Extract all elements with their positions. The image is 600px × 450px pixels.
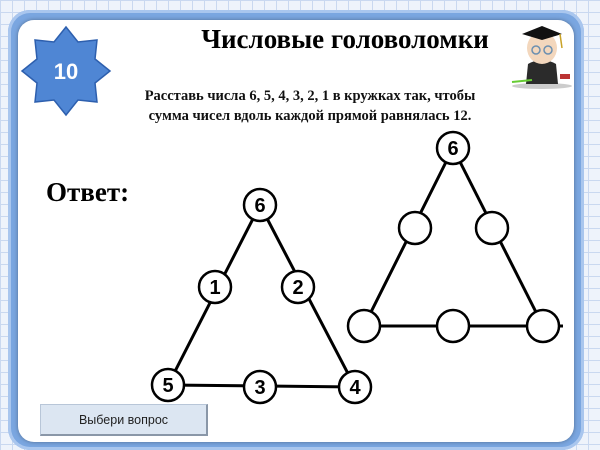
node-circle [197, 269, 233, 305]
puzzle-triangle-node-bottom-mid [435, 308, 471, 344]
node-circle [346, 308, 382, 344]
badge-number: 10 [54, 59, 78, 84]
task-line-2: сумма чисел вдоль каждой прямой равнялас… [148, 108, 472, 124]
answer-triangle-node-left-mid: 1 [197, 269, 233, 305]
puzzle-triangle-node-left-mid [397, 210, 433, 246]
node-number: 4 [349, 377, 361, 399]
node-circle [435, 308, 471, 344]
node-number: 6 [447, 138, 458, 160]
answer-label: Ответ: [46, 177, 130, 207]
star-badge: 10 [20, 25, 112, 117]
node-circle [150, 367, 186, 403]
answer-triangle-node-right-mid: 2 [280, 269, 316, 305]
graduate-mascot-icon [511, 26, 572, 89]
node-number: 5 [162, 375, 173, 397]
node-circle [474, 210, 510, 246]
puzzle-triangle-node-bottom-right [525, 308, 561, 344]
puzzle-triangle-left-bottom-lines [361, 147, 563, 328]
puzzle-triangle-node-top: 6 [435, 130, 471, 166]
puzzle-triangle-node-bottom-left [346, 308, 382, 344]
node-circle [337, 369, 373, 405]
answer-triangle-lines [165, 204, 358, 389]
node-circle [397, 210, 433, 246]
node-circle [525, 308, 561, 344]
node-circle [242, 369, 278, 405]
task-line-1: Расставь числа 6, 5, 4, 3, 2, 1 в кружка… [144, 88, 476, 104]
task-text: Расставь числа 6, 5, 4, 3, 2, 1 в кружка… [110, 86, 510, 126]
page-title: Числовые головоломки [201, 24, 489, 54]
answer-triangle-node-bottom-mid: 3 [242, 369, 278, 405]
answer-triangle-node-bottom-left: 5 [150, 367, 186, 403]
node-number: 2 [292, 277, 303, 299]
choose-question-button[interactable]: Выбери вопрос [40, 404, 208, 436]
node-circle [280, 269, 316, 305]
puzzle-triangle-node-right-mid [474, 210, 510, 246]
node-number: 3 [254, 377, 265, 399]
node-circle [242, 187, 278, 223]
node-circle [435, 130, 471, 166]
node-number: 1 [209, 277, 220, 299]
node-number: 6 [254, 195, 265, 217]
answer-triangle-node-bottom-right: 4 [337, 369, 373, 405]
answer-triangle-node-top: 6 [242, 187, 278, 223]
